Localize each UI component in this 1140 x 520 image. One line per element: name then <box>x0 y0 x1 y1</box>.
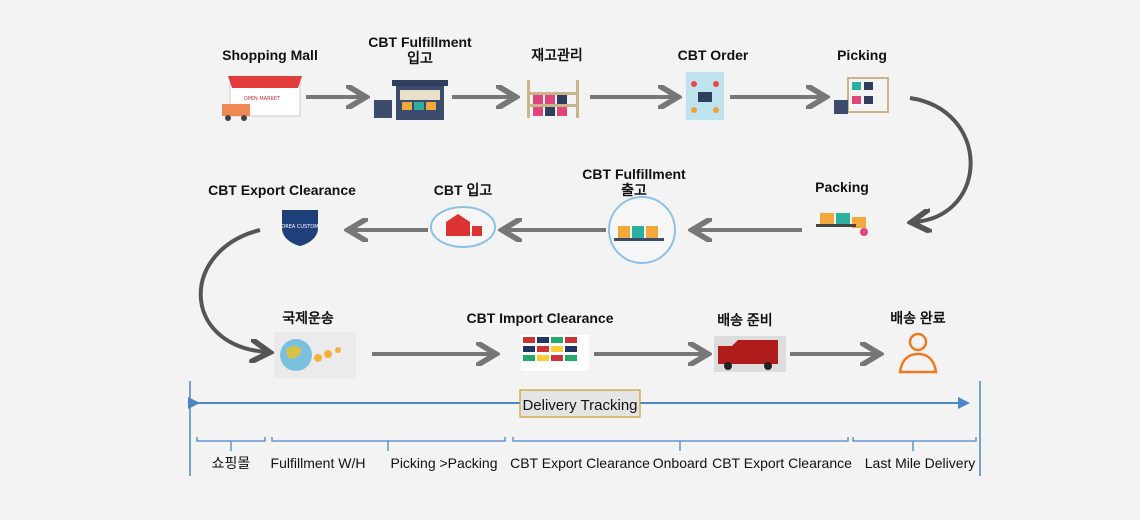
label-shopping-mall: Shopping Mall <box>222 47 318 63</box>
label-inventory: 재고관리 <box>531 47 583 63</box>
label-intl-shipping: 국제운송 <box>282 310 334 326</box>
label-delivery-done: 배송 완료 <box>890 310 946 326</box>
shop-icon: OPEN MARKET <box>222 76 302 121</box>
label-fulfillment-out: CBT Fulfillment <box>582 166 686 182</box>
label-fulfillment-out-2: 출고 <box>621 182 647 198</box>
label-cbt-in: CBT 입고 <box>434 182 493 198</box>
timeline-label-last-mile: Last Mile Delivery <box>865 455 975 471</box>
timeline-label-picking-packing: Picking >Packing <box>390 455 497 471</box>
order-icon <box>686 72 724 120</box>
label-fulfillment-in-2: 입고 <box>407 50 433 66</box>
fulfillment-out-icon <box>608 196 676 264</box>
delivery-van-icon <box>714 336 786 372</box>
label-picking: Picking <box>837 47 887 63</box>
packing-icon <box>816 213 868 236</box>
timeline-braces <box>196 437 977 451</box>
globe-shipping-icon <box>274 332 356 378</box>
curved-arrow-left <box>198 228 266 352</box>
label-packing: Packing <box>815 179 869 195</box>
timeline-label-import-clearance: CBT Export Clearance <box>712 455 852 471</box>
svg-text:OPEN MARKET: OPEN MARKET <box>244 96 281 102</box>
curved-arrow-right <box>910 96 973 222</box>
label-fulfillment-in: CBT Fulfillment <box>368 34 472 50</box>
flags-icon <box>521 335 589 371</box>
inventory-shelf-icon <box>527 80 579 118</box>
cbt-warehouse-icon <box>430 206 496 248</box>
warehouse-icon <box>374 80 448 120</box>
svg-text:KOREA CUSTOMS: KOREA CUSTOMS <box>278 224 321 230</box>
label-import-clearance: CBT Import Clearance <box>466 310 613 326</box>
delivery-tracking-box <box>519 389 641 418</box>
label-export-clearance: CBT Export Clearance <box>208 182 356 198</box>
timeline-label-fulfillment: Fulfillment W/H <box>271 455 366 471</box>
timeline-label-export-clearance: CBT Export Clearance <box>510 455 650 471</box>
timeline-label-shopping-mall: 쇼핑몰 <box>212 455 251 471</box>
label-order: CBT Order <box>678 47 749 63</box>
picking-icon <box>834 77 889 114</box>
label-delivery-prep: 배송 준비 <box>717 312 772 328</box>
delivery-person-icon <box>898 332 938 374</box>
timeline-label-onboard: Onboard <box>653 455 707 471</box>
delivery-tracking-title: Delivery Tracking <box>522 397 637 414</box>
customs-badge-icon: KOREA CUSTOMS <box>278 210 322 246</box>
